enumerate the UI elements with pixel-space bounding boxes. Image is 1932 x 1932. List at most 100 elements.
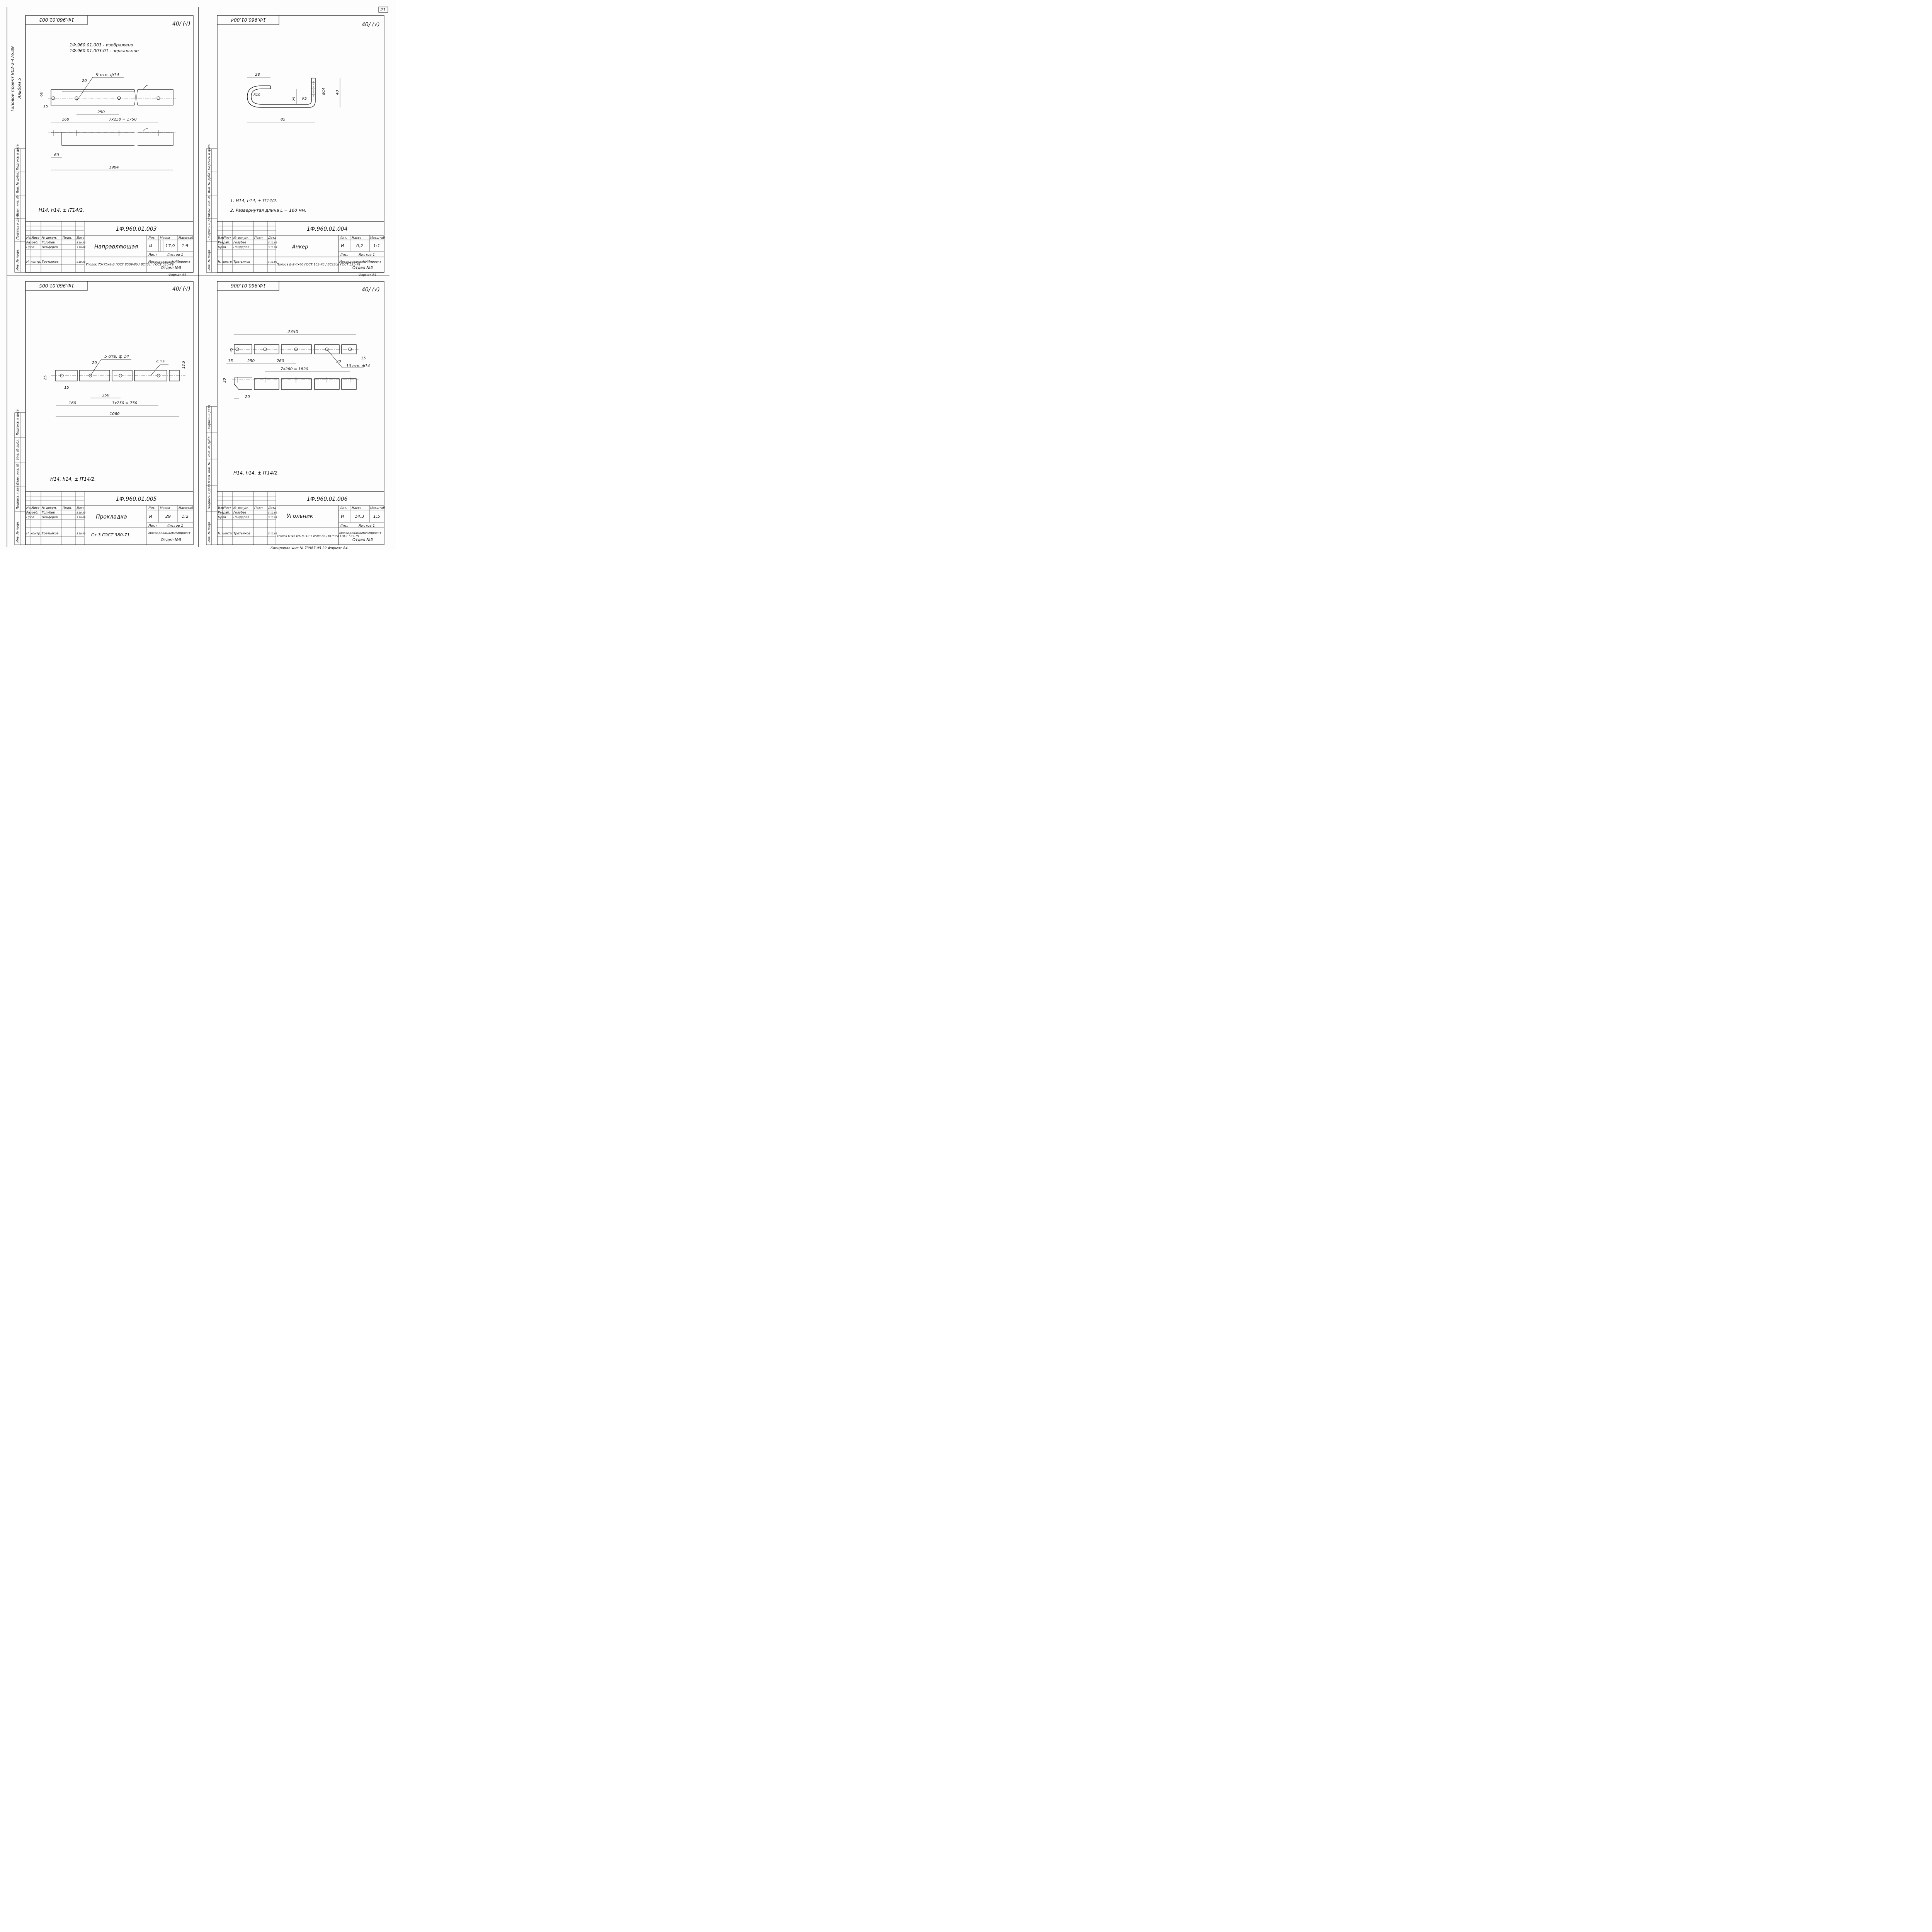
- dim-25-004: 25: [293, 97, 296, 101]
- label-data-003: Дата: [76, 236, 85, 240]
- project-stamp-line2: Альбом 5: [17, 78, 22, 99]
- label-listshort-003: Лист: [148, 253, 158, 257]
- date-nkontr-005: 5.10.89: [77, 532, 85, 535]
- label-razrab-006: Разраб.: [218, 511, 230, 514]
- format-004: Формат А4: [359, 273, 376, 277]
- note2-003: 1Ф.960.01.003-01 - зеркальное: [70, 48, 139, 53]
- org-006: МосводоканалНИИпроект: [339, 531, 381, 535]
- dim-holes-006: 10 отв. ф14: [346, 364, 370, 368]
- drawing-sheet: 21 Типовой проект 902-2-476.89 Альбом 5 …: [0, 0, 396, 550]
- prov-006: Пендерев: [233, 515, 250, 519]
- dim-chain-003: 7х250 = 1750: [109, 117, 137, 122]
- title-block-006: [217, 491, 384, 545]
- org-005: МосводоканалНИИпроект: [148, 531, 190, 535]
- dim-r10-004: R10: [253, 93, 260, 97]
- roughness-004: 40/ (√): [362, 22, 380, 28]
- side-label-dubl-004: Инв. № дубл.: [207, 172, 211, 193]
- razrab-006: Голубев: [233, 511, 247, 514]
- razrab-004: Голубев: [233, 241, 247, 244]
- roughness-006: 40/ (√): [362, 287, 380, 293]
- prov-003: Пендерев: [42, 245, 58, 249]
- lit-004: И: [341, 243, 344, 248]
- designation-006: 1Ф.960.01.006: [307, 496, 348, 502]
- label-massa-003: Масса: [160, 236, 170, 240]
- tolerance-006: H14, h14, ± IT14/2.: [233, 470, 279, 476]
- designation-005: 1Ф.960.01.005: [116, 496, 157, 502]
- mass-003: 17,9: [165, 243, 175, 248]
- dim-total-006: 2350: [287, 329, 298, 334]
- part-name-005: Прокладка: [96, 514, 127, 520]
- nkontr-005: Третьяков: [42, 532, 59, 535]
- dim-d14-004: ф14: [322, 88, 326, 95]
- label-massa-004: Масса: [352, 236, 362, 240]
- dim-holes-003: 9 отв. ф14: [96, 72, 119, 77]
- date-nkontr-003: 5.10.89: [77, 261, 85, 264]
- dim-15-005: 15: [64, 386, 69, 390]
- scale-006: 1:5: [373, 514, 380, 519]
- dim-20-005: 20: [92, 361, 97, 365]
- label-lit-003: Лит.: [148, 236, 155, 240]
- dim-15b-006: 15: [361, 356, 366, 361]
- label-izm-006: Изм: [218, 506, 224, 510]
- title-block-003: [25, 221, 194, 273]
- roughness-005: 40/ (√): [172, 286, 190, 292]
- dim-15-006: 15: [228, 359, 233, 363]
- label-prov-005: Пров.: [26, 515, 35, 519]
- sheets-count-005: Листов 1: [167, 524, 183, 528]
- side-label-podp-005: Подпись и дата: [16, 484, 19, 509]
- label-razrab-003: Разраб.: [26, 241, 38, 244]
- format-003: Формат А4: [168, 273, 186, 277]
- side-label-podp-006: Подпись и дата: [207, 484, 211, 509]
- label-nkontr-006: Н. контр.: [218, 532, 233, 535]
- sheet-number-box: [378, 7, 388, 13]
- part-plan-003: [48, 77, 176, 105]
- scale-004: 1:1: [373, 243, 380, 248]
- date-razrab-004: 5.10.89: [268, 242, 277, 244]
- dim-20c-006: 20: [245, 395, 250, 399]
- mass-005: 29: [165, 514, 171, 519]
- nkontr-004: Третьяков: [233, 260, 250, 264]
- sheets-count-006: Листов 1: [358, 524, 375, 528]
- hole-003-4: [156, 96, 160, 100]
- gasket-part-005: [51, 359, 185, 381]
- tolerance-003: H14, h14, ± IT14/2.: [39, 207, 84, 213]
- dept-005: Отдел №5: [161, 538, 181, 542]
- side-label-podp2-004: Подпись и дата: [207, 145, 211, 170]
- part-name-003: Направляющая: [94, 244, 138, 250]
- dim-160-003: 160: [62, 117, 69, 122]
- dim-60b-003: 60: [54, 153, 59, 157]
- label-izm-005: Изм: [26, 506, 32, 510]
- label-prov-003: Пров.: [26, 245, 35, 249]
- side-label-inv-004: Инв. № подл.: [207, 249, 211, 270]
- side-label-vzam-003: Взам. инв. №: [16, 196, 19, 216]
- label-nkontr-004: Н. контр.: [218, 260, 233, 264]
- label-podp-003: Подп.: [63, 236, 72, 240]
- label-ndoc-005: № докум.: [41, 506, 57, 510]
- label-prov-004: Пров.: [218, 245, 227, 249]
- part-name-006: Угольник: [287, 513, 313, 519]
- dim-40-004: 40: [335, 90, 340, 95]
- razrab-005: Голубев: [42, 511, 55, 514]
- hole-003-2: [75, 96, 78, 100]
- top-stamp-box-006: [217, 281, 279, 291]
- label-masshtab-005: Масштаб: [179, 506, 193, 510]
- angle-plan-006: [232, 344, 363, 368]
- top-stamp-003: 1Ф.960.01.003: [39, 17, 75, 22]
- dim-250-005: 250: [102, 393, 109, 398]
- dim-260-006: 260: [277, 359, 284, 363]
- label-ndoc-003: № докум.: [41, 236, 57, 240]
- part-name-004: Анкер: [292, 244, 308, 250]
- label-list-004: Лист: [223, 236, 231, 240]
- label-podp-004: Подп.: [254, 236, 264, 240]
- date-prov-005: 5.10.89: [77, 516, 85, 519]
- dim-12-5-005: 12,5: [182, 361, 186, 369]
- note1-003: 1Ф.960.01.003 - изображено: [70, 43, 133, 48]
- dim-chain-005: 3х250 = 750: [112, 401, 137, 405]
- scale-003: 1:5: [182, 243, 189, 248]
- label-masshtab-003: Масштаб: [179, 236, 193, 240]
- side-label-podp2-005: Подпись и дата: [16, 410, 19, 435]
- label-massa-006: Масса: [352, 506, 362, 510]
- hole-003-1: [51, 96, 55, 100]
- label-nkontr-003: Н. контр.: [26, 260, 41, 264]
- lit-003: И: [149, 243, 152, 248]
